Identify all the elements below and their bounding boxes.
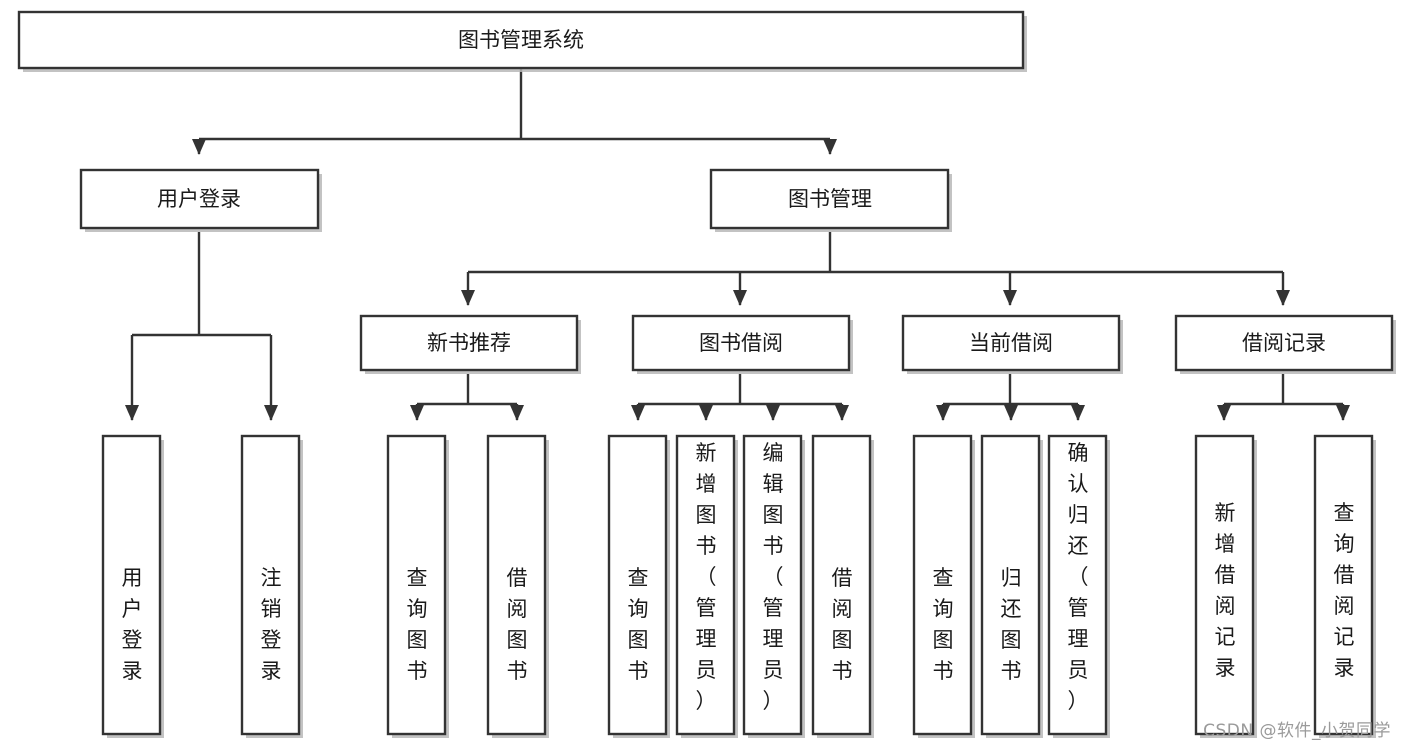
- node-box: [1047, 434, 1108, 736]
- node-label: 当前借阅: [969, 331, 1053, 355]
- node-current-borrow[interactable]: 当前借阅: [901, 314, 1123, 374]
- connector-group-current-borrow: [936, 374, 1085, 421]
- node-box: [1313, 434, 1374, 736]
- node-label: 新增借阅记录: [1215, 501, 1236, 680]
- node-label: 图书管理: [788, 187, 872, 211]
- node-label: 用户登录: [157, 187, 241, 211]
- node-leaf-user-login[interactable]: 用户登录: [101, 434, 164, 738]
- node-user-login[interactable]: 用户登录: [79, 168, 322, 232]
- node-box: [79, 168, 320, 230]
- node-label: 查询图书: [933, 566, 954, 683]
- node-new-book-recommend[interactable]: 新书推荐: [359, 314, 581, 374]
- node-leaf-confirm-return-admin[interactable]: 确认归还（管理员）: [1047, 434, 1110, 738]
- node-leaf-logout[interactable]: 注销登录: [240, 434, 303, 738]
- node-label: 借阅图书: [507, 566, 528, 683]
- node-box: [240, 434, 301, 736]
- connector-group-new-book: [410, 374, 524, 421]
- node-label: 图书管理系统: [458, 28, 584, 52]
- node-box: [980, 434, 1041, 736]
- csdn-watermark: CSDN @软件_小贺同学: [1203, 721, 1391, 741]
- connector-group-root: [192, 68, 837, 155]
- node-leaf-add-book-admin[interactable]: 新增图书（管理员）: [675, 434, 738, 738]
- node-label: 查询图书: [407, 566, 428, 683]
- connector-group-borrow-record: [1217, 374, 1350, 421]
- node-leaf-return-book[interactable]: 归还图书: [980, 434, 1043, 738]
- node-box: [359, 314, 579, 372]
- node-leaf-query-book-3[interactable]: 查询图书: [912, 434, 975, 738]
- connector-group-book-borrow: [631, 374, 849, 421]
- node-box: [1194, 434, 1255, 736]
- node-leaf-query-borrow-record[interactable]: 查询借阅记录: [1313, 434, 1376, 738]
- node-box: [742, 434, 803, 736]
- node-label: 新增图书（管理员）: [696, 441, 717, 713]
- node-box: [101, 434, 162, 736]
- node-label: 新书推荐: [427, 331, 511, 355]
- node-box: [486, 434, 547, 736]
- connector-group-user-login: [125, 232, 278, 421]
- node-box: [811, 434, 872, 736]
- node-label: 查询图书: [628, 566, 649, 683]
- node-root-system[interactable]: 图书管理系统: [17, 10, 1027, 72]
- connector-group-book-manage: [461, 232, 1290, 306]
- node-box: [607, 434, 668, 736]
- node-box: [912, 434, 973, 736]
- node-box: [675, 434, 736, 736]
- node-label: 借阅记录: [1242, 331, 1326, 355]
- node-leaf-query-book-1[interactable]: 查询图书: [386, 434, 449, 738]
- node-label: 借阅图书: [832, 566, 853, 683]
- node-book-manage[interactable]: 图书管理: [709, 168, 952, 232]
- node-label: 归还图书: [1001, 566, 1022, 683]
- node-leaf-query-book-2[interactable]: 查询图书: [607, 434, 670, 738]
- node-label: 用户登录: [122, 566, 143, 683]
- node-leaf-edit-book-admin[interactable]: 编辑图书（管理员）: [742, 434, 805, 738]
- node-label: 图书借阅: [699, 331, 783, 355]
- node-book-borrow[interactable]: 图书借阅: [631, 314, 853, 374]
- node-label: 注销登录: [261, 566, 282, 683]
- node-label: 编辑图书（管理员）: [763, 441, 784, 713]
- node-leaf-borrow-book-2[interactable]: 借阅图书: [811, 434, 874, 738]
- node-box: [901, 314, 1121, 372]
- node-box: [631, 314, 851, 372]
- node-leaf-borrow-book-1[interactable]: 借阅图书: [486, 434, 549, 738]
- node-borrow-record[interactable]: 借阅记录: [1174, 314, 1396, 374]
- node-label: 查询借阅记录: [1334, 501, 1355, 680]
- node-box: [17, 10, 1025, 70]
- node-leaf-add-borrow-record[interactable]: 新增借阅记录: [1194, 434, 1257, 738]
- node-box: [709, 168, 950, 230]
- node-box: [1174, 314, 1394, 372]
- node-box: [386, 434, 447, 736]
- node-label: 确认归还（管理员）: [1068, 441, 1089, 713]
